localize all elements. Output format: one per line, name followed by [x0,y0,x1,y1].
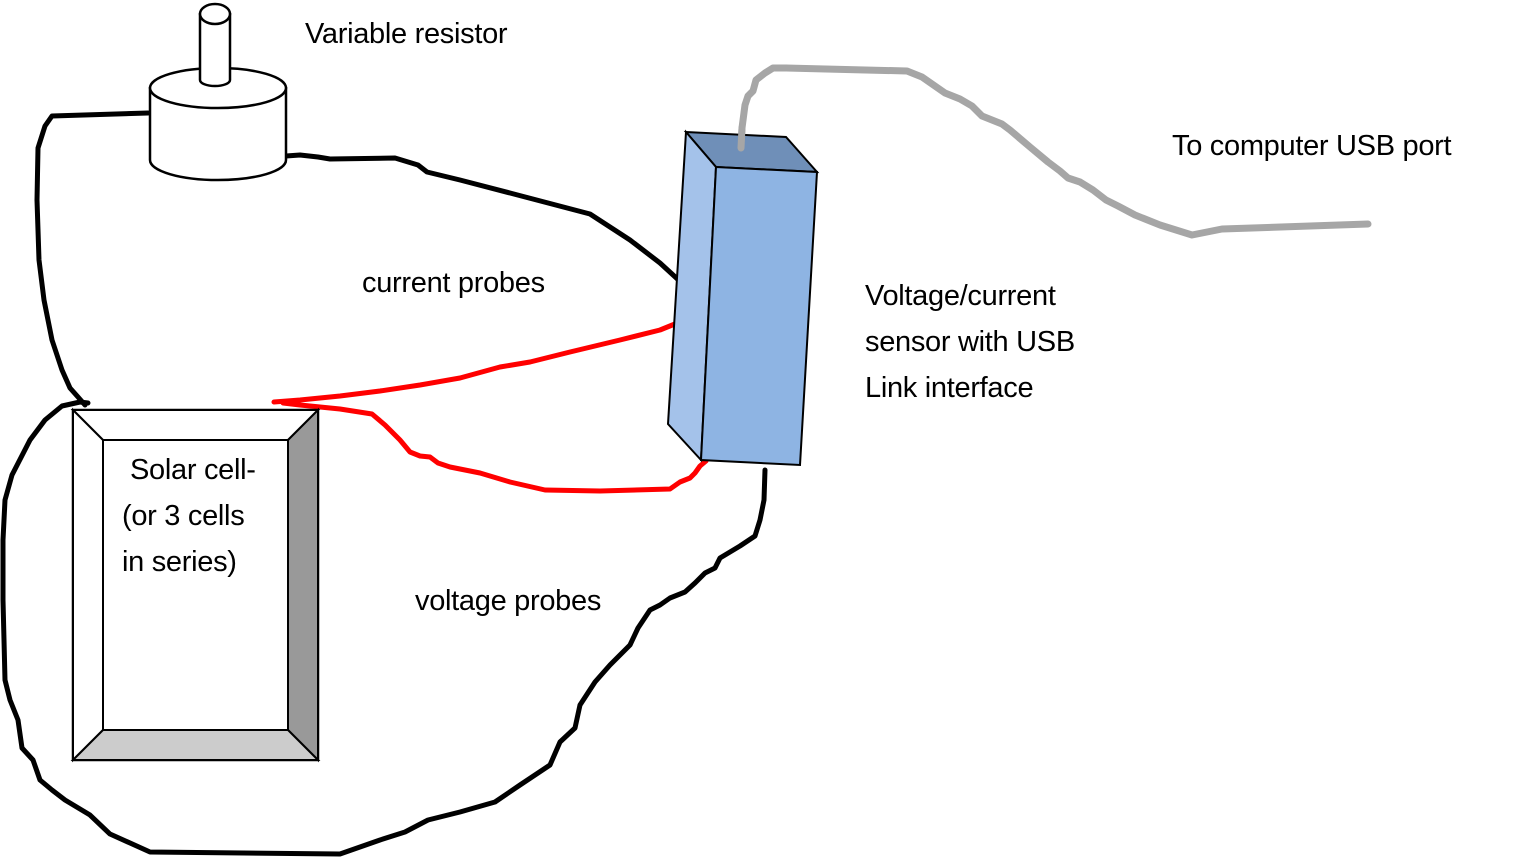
label-solar-cell: Solar cell- (or 3 cells in series) [122,447,256,585]
solar-cell-bevel-bottom [70,729,321,761]
current-probe-wire-black [283,152,687,288]
label-voltage-probes: voltage probes [415,585,602,617]
label-solar-line3: in series) [122,546,237,578]
solar-cell-bevel-right [287,407,319,763]
voltage-probe-wire-red [280,400,709,494]
solar-cell-bevel-top [70,409,321,441]
usb-cable [737,64,1372,239]
label-sensor-line3: Link interface [865,372,1034,404]
voltage-probe-wire-black [0,399,768,857]
solar-cell-face [102,439,289,731]
label-current-probes: current probes [362,267,545,299]
resistor-body [148,86,288,182]
label-variable-resistor: Variable resistor [305,18,508,50]
resistor-knob-top [198,2,232,26]
label-sensor-line1: Voltage/current [865,280,1056,312]
variable-resistor [148,2,288,182]
resistor-knob [198,12,232,88]
solar-cell-bevel-left [72,407,104,763]
label-to-computer-usb: To computer USB port [1172,130,1452,162]
label-sensor-line2: sensor with USB [865,326,1075,358]
label-sensor: Voltage/current sensor with USB Link int… [865,273,1075,411]
sensor-box [666,129,820,467]
label-solar-line2: (or 3 cells [122,500,245,532]
current-probe-wire-red [271,312,700,405]
sensor-front-face [699,165,819,467]
label-solar-line1: Solar cell- [130,454,256,486]
usb-cable-plug [737,124,746,152]
wire-resistor-to-solar-cell [34,110,151,408]
solar-cell [70,407,321,763]
